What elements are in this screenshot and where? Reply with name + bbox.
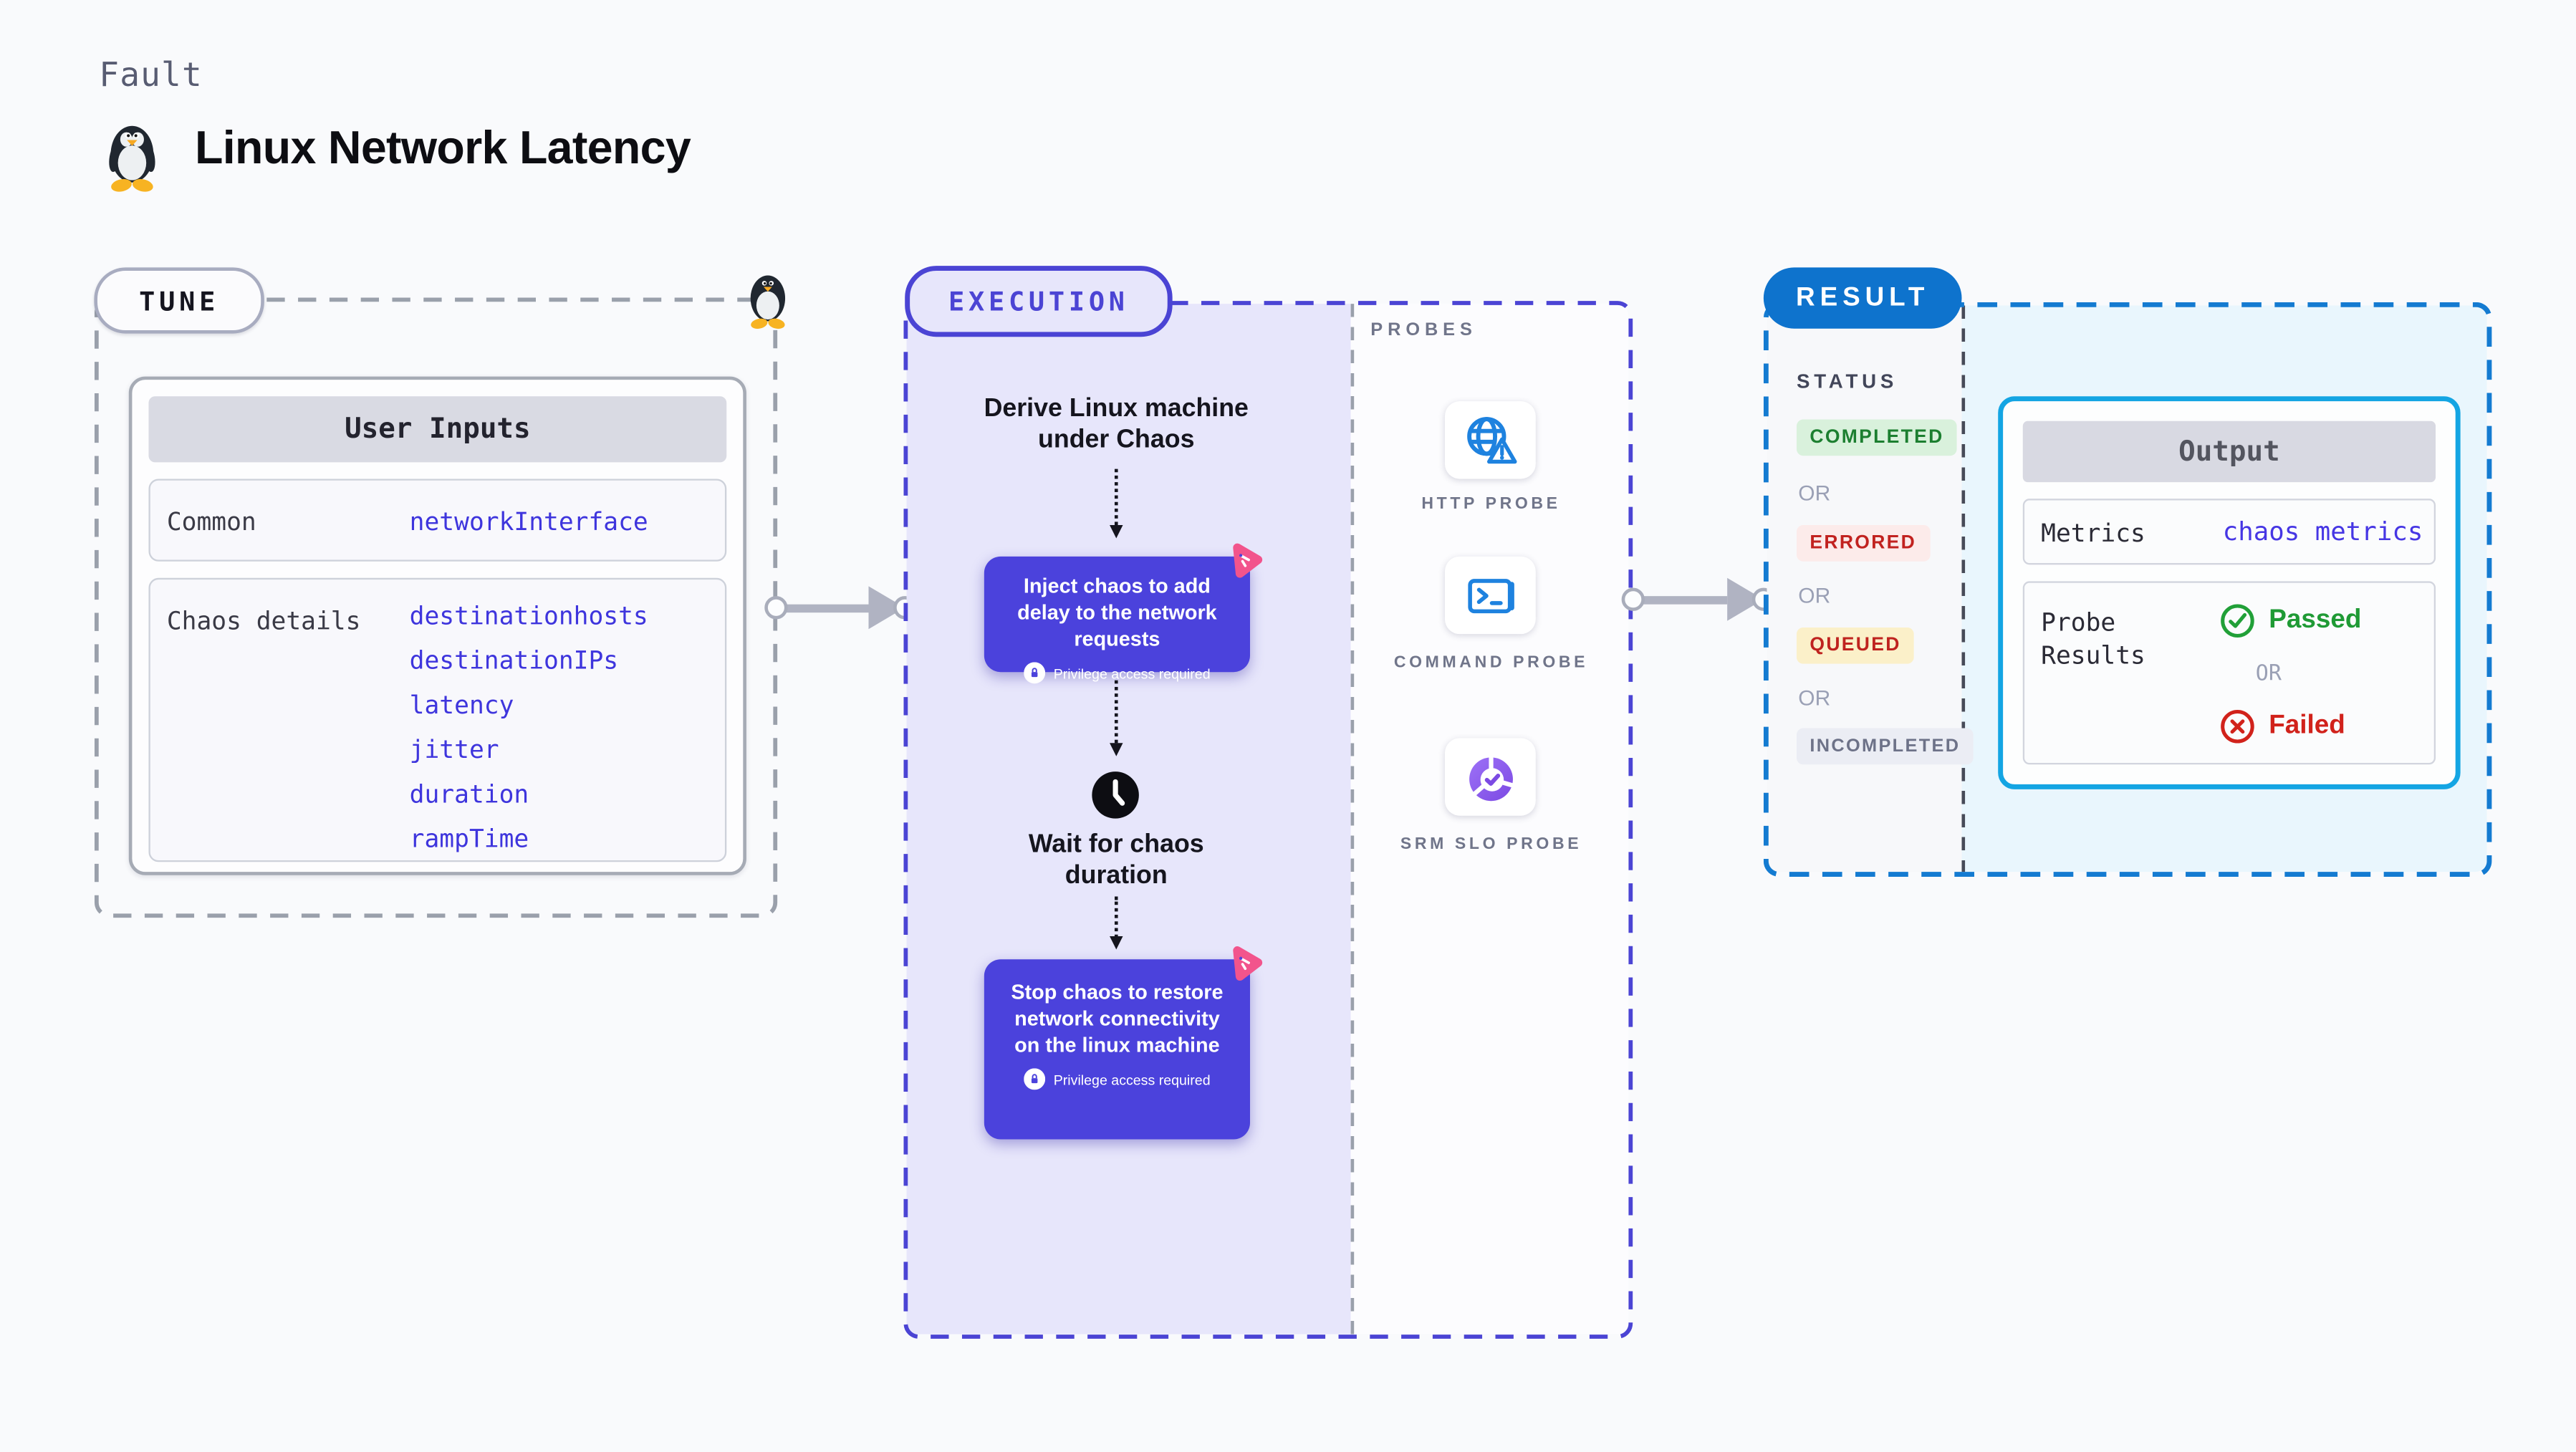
or-separator: OR [1798, 685, 1831, 711]
flow-connector-down [1108, 468, 1123, 539]
slo-pie-check-icon [1468, 755, 1514, 801]
input-value: duration [409, 779, 529, 809]
passed-result: Passed [2219, 602, 2361, 639]
connector-node [1621, 587, 1645, 611]
tux-penguin-icon [109, 125, 155, 192]
srm-slo-probe-label: SRM SLO PROBE [1400, 835, 1582, 854]
srm-slo-probe-card [1444, 738, 1536, 816]
chaos-experiment-icon [1233, 946, 1263, 981]
stop-chaos-step: Stop chaos to restore network connectivi… [984, 946, 1263, 1140]
input-value: destinationIPs [409, 645, 619, 675]
user-inputs-row-common: Common networkInterface [148, 479, 727, 562]
input-value: jitter [409, 734, 499, 765]
or-separator: OR [2255, 662, 2282, 687]
tux-penguin-icon-small [750, 275, 786, 329]
http-probe-label: HTTP PROBE [1421, 495, 1561, 514]
probes-title: PROBES [1370, 320, 1477, 340]
input-value: networkInterface [409, 506, 648, 537]
wait-step-label: Wait for chaos duration [1028, 830, 1204, 890]
or-separator: OR [1798, 480, 1831, 506]
failed-label: Failed [2269, 711, 2345, 740]
metrics-label: Metrics [2041, 518, 2145, 549]
status-output-divider [1961, 305, 1966, 872]
input-group-label: Chaos details [166, 605, 361, 636]
page-title: Linux Network Latency [195, 122, 691, 174]
flow-arrow-tune-to-execution [779, 603, 869, 612]
metrics-row: Metrics chaos metrics [2022, 499, 2436, 565]
execution-probes-divider [1350, 304, 1355, 1335]
or-separator: OR [1798, 582, 1831, 608]
command-probe-label: COMMAND PROBE [1393, 653, 1589, 673]
status-title: STATUS [1796, 370, 1898, 393]
lock-icon [1024, 662, 1046, 684]
flow-arrow-probes-to-result [1635, 595, 1728, 604]
output-card: Output Metrics chaos metrics Probe Resul… [1998, 396, 2461, 789]
user-inputs-card: User Inputs Common networkInterface Chao… [128, 376, 746, 875]
failed-result: Failed [2219, 708, 2345, 745]
http-probe-card [1444, 401, 1536, 479]
metrics-value: chaos metrics [2222, 516, 2423, 547]
user-inputs-title: User Inputs [148, 396, 727, 463]
output-title: Output [2022, 420, 2436, 483]
probe-results-row: Probe Results Passed OR Failed [2022, 581, 2436, 765]
terminal-icon [1467, 577, 1514, 613]
x-circle-icon [2221, 709, 2254, 744]
inject-chaos-label: Inject chaos to add delay to the network… [1017, 574, 1217, 651]
derive-step-label: Derive Linux machine under Chaos [984, 394, 1249, 454]
execution-badge: EXECUTION [905, 266, 1173, 337]
chaos-experiment-icon [1233, 543, 1263, 578]
clock-icon [1092, 771, 1139, 819]
lock-icon [1024, 1068, 1046, 1090]
fault-kicker: Fault [99, 54, 203, 95]
stop-chaos-label: Stop chaos to restore network connectivi… [1011, 981, 1224, 1057]
input-value: latency [409, 690, 514, 721]
status-badge-completed: COMPLETED [1796, 419, 1958, 456]
status-badge-queued: QUEUED [1796, 627, 1915, 664]
globe-alert-icon [1466, 415, 1517, 463]
inject-chaos-step: Inject chaos to add delay to the network… [984, 543, 1263, 684]
command-probe-card [1444, 556, 1536, 635]
probe-results-label: Probe Results [2041, 607, 2145, 670]
input-value: rampTime [409, 824, 529, 854]
status-badge-incompleted: INCOMPLETED [1796, 728, 1974, 765]
check-circle-icon [2221, 604, 2254, 638]
user-inputs-row-chaos-details: Chaos details destinationhosts destinati… [148, 577, 727, 862]
privilege-row: Privilege access required [984, 662, 1250, 690]
privilege-label: Privilege access required [1053, 664, 1211, 681]
connector-node [764, 596, 788, 620]
input-value-list: destinationhosts destinationIPs latency … [410, 600, 648, 867]
privilege-row: Privilege access required [984, 1068, 1250, 1096]
flow-connector-down [1108, 680, 1123, 756]
privilege-label: Privilege access required [1053, 1070, 1211, 1087]
passed-label: Passed [2269, 605, 2362, 635]
flow-connector-down [1108, 896, 1123, 950]
input-group-label: Common [166, 506, 256, 537]
tune-badge: TUNE [94, 267, 264, 334]
input-value: destinationhosts [409, 601, 648, 631]
result-badge: RESULT [1763, 267, 1962, 329]
status-badge-errored: ERRORED [1796, 525, 1930, 562]
